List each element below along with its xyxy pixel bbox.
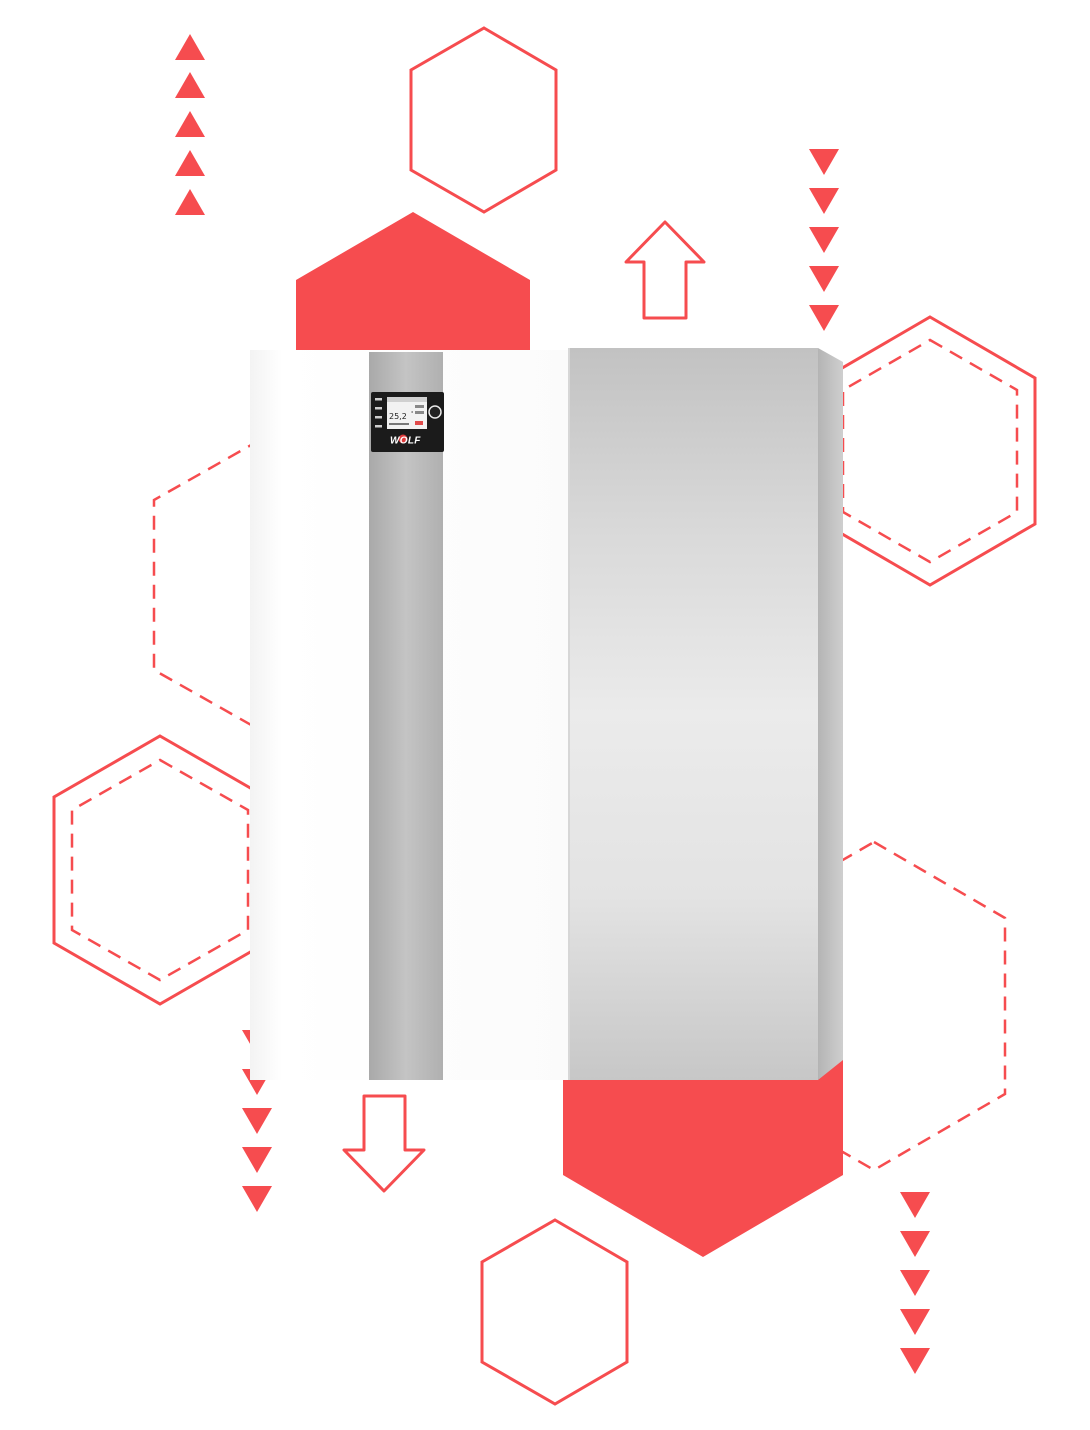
control-panel: 25,2 ° WOLF: [371, 392, 444, 452]
triangle-down-icon: [242, 1186, 272, 1212]
triangle-down-icon: [809, 227, 839, 253]
hexagon-outline-icon: [480, 1218, 629, 1406]
hexagon-dashed-icon: [152, 437, 262, 733]
unit-steel-door-panel: [568, 348, 818, 1080]
triangle-down-icon: [242, 1108, 272, 1134]
triangle-down-icon: [242, 1147, 272, 1173]
triangle-up-icon: [175, 34, 205, 60]
triangle-up-icon: [175, 189, 205, 215]
brand-logo: WOLF: [389, 433, 425, 447]
triangle-up-icon: [175, 150, 205, 176]
triangle-down-icon: [900, 1270, 930, 1296]
triangle-down-icon: [809, 266, 839, 292]
brand-logo-text: WOLF: [390, 436, 421, 447]
arrow-down-outline-icon: [342, 1094, 426, 1193]
hexagon-dashed-icon: [841, 338, 1019, 564]
triangle-up-icon: [175, 72, 205, 98]
arrow-up-outline-icon: [624, 220, 706, 320]
triangle-down-column-right-top: [809, 149, 839, 331]
hexagon-outline-icon: [409, 26, 558, 214]
heat-pump-unit: 25,2 ° WOLF: [250, 348, 843, 1080]
triangle-up-icon: [175, 111, 205, 137]
control-button-4[interactable]: [375, 425, 382, 428]
triangle-down-icon: [900, 1309, 930, 1335]
unit-side-panel: [818, 348, 843, 1080]
control-button-2[interactable]: [375, 407, 382, 410]
triangle-down-icon: [809, 188, 839, 214]
control-button-1[interactable]: [375, 398, 382, 401]
hexagon-dashed-icon: [70, 758, 250, 982]
unit-steel-strip: [369, 352, 443, 1080]
triangle-up-column-left: [175, 34, 205, 215]
lcd-temperature: 25,2: [389, 412, 407, 421]
triangle-down-icon: [900, 1231, 930, 1257]
triangle-down-icon: [809, 305, 839, 331]
rotary-knob[interactable]: [428, 405, 442, 419]
hexagon-outline-icon: [52, 734, 268, 1006]
control-button-3[interactable]: [375, 416, 382, 419]
triangle-down-icon: [900, 1348, 930, 1374]
triangle-down-icon: [809, 149, 839, 175]
hexagon-outline-icon: [823, 315, 1037, 587]
triangle-down-icon: [900, 1192, 930, 1218]
lcd-unit-symbol: °: [411, 411, 414, 417]
triangle-down-column-right-bottom: [900, 1192, 930, 1374]
